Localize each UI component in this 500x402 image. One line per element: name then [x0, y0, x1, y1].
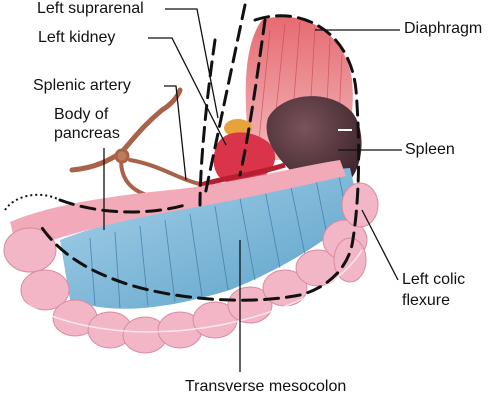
label-left-kidney: Left kidney [38, 29, 116, 46]
transverse-colon-shape [3, 182, 379, 354]
peritoneal-boundary-lines [38, 3, 361, 302]
label-splenic-artery: Splenic artery [33, 77, 131, 94]
leader-splenic-artery [164, 85, 187, 181]
leader-left-colic-flexure [361, 209, 399, 281]
leader-left-suprarenal [165, 8, 219, 119]
label-left-suprarenal: Left suprarenal [37, 0, 144, 17]
peritoneal-dotted-line [4, 193, 61, 211]
label-spleen: Spleen [405, 141, 455, 158]
label-transverse-mesocolon: Transverse mesocolon [185, 378, 347, 395]
taenia-coli [19, 249, 363, 333]
left-suprarenal-shape [224, 119, 252, 137]
label-left-colic-flexure-line2: flexure [402, 292, 451, 309]
label-body-of-pancreas-line2: pancreas [54, 125, 120, 142]
label-diaphragm: Diaphragm [404, 20, 483, 37]
label-body-of-pancreas-line1: Body of [54, 106, 109, 123]
label-left-colic-flexure-line1: Left colic [402, 271, 466, 288]
leader-lines [103, 8, 402, 372]
leader-left-kidney [148, 37, 227, 146]
renal-vessels [197, 162, 286, 189]
transverse-mesocolon-shape [60, 168, 360, 309]
